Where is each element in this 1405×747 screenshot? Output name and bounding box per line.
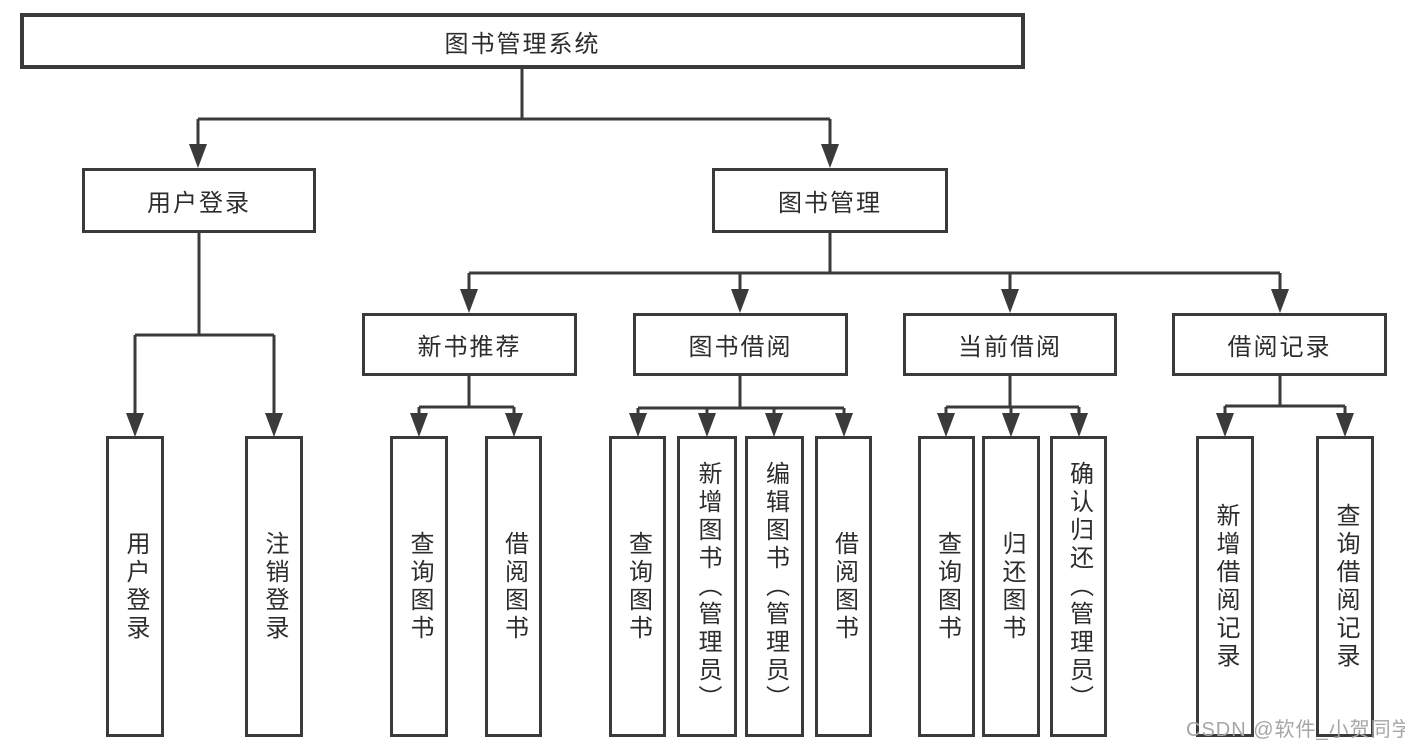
node-label: 图书借阅 [688,334,793,361]
node-book-borrowing: 图书借阅 [633,313,848,376]
leaf-label: 借阅图书 [830,530,858,643]
leaf-records-add-record: 新增借阅记录 [1196,436,1254,737]
node-label: 新书推荐 [417,334,522,361]
leaf-label: 查询图书 [624,530,652,643]
leaf-borrowing-query-books: 查询图书 [609,436,666,737]
node-label: 图书管理系统 [444,30,601,58]
leaf-newbooks-borrow-books: 借阅图书 [485,436,542,737]
node-new-book-recommend: 新书推荐 [362,313,577,376]
leaf-current-confirm-return-admin: 确认归还（管理员） [1050,436,1107,737]
leaf-current-return-books: 归还图书 [982,436,1040,737]
leaf-label: 借阅图书 [500,530,528,643]
leaf-label: 查询借阅记录 [1332,502,1359,671]
connector-new-books-to-children [417,376,516,417]
leaf-label: 查询图书 [933,530,961,643]
leaf-label: 确认归还（管理员） [1065,460,1093,713]
leaf-label: 新增图书（管理员） [694,460,721,713]
node-label: 用户登录 [147,190,251,217]
node-current-borrowing: 当前借阅 [903,313,1117,376]
connector-book-mgmt-to-sections [467,233,1282,293]
leaf-records-query-record: 查询借阅记录 [1316,436,1374,737]
csdn-watermark: CSDN @软件_小贺同学 [1186,719,1405,741]
leaf-label: 归还图书 [998,530,1025,643]
leaf-logout: 注销登录 [245,436,303,737]
leaf-borrowing-add-books-admin: 新增图书（管理员） [677,436,737,737]
node-user-login: 用户登录 [82,168,316,233]
connector-root-to-level1 [196,69,832,148]
node-label: 借阅记录 [1227,334,1332,361]
connector-borrow-records-to-children [1223,376,1347,417]
node-borrowing-records: 借阅记录 [1172,313,1387,376]
node-library-system-root: 图书管理系统 [20,13,1025,69]
leaf-label: 查询图书 [406,530,433,643]
leaf-label: 注销登录 [261,530,288,643]
connector-book-borrow-to-children [636,376,846,417]
leaf-label: 编辑图书（管理员） [761,460,789,713]
node-label: 当前借阅 [958,334,1062,361]
leaf-borrowing-edit-books-admin: 编辑图书（管理员） [745,436,804,737]
node-label: 图书管理 [778,190,882,217]
leaf-label: 新增借阅记录 [1212,502,1239,671]
leaf-current-query-books: 查询图书 [918,436,975,737]
connector-current-borrow-to-children [944,376,1081,417]
node-book-management: 图书管理 [712,168,948,233]
connector-user-login-to-children [133,233,276,417]
leaf-label: 用户登录 [122,530,149,643]
leaf-user-login: 用户登录 [106,436,164,737]
leaf-borrowing-borrow-books: 借阅图书 [815,436,872,737]
leaf-newbooks-query-books: 查询图书 [390,436,448,737]
